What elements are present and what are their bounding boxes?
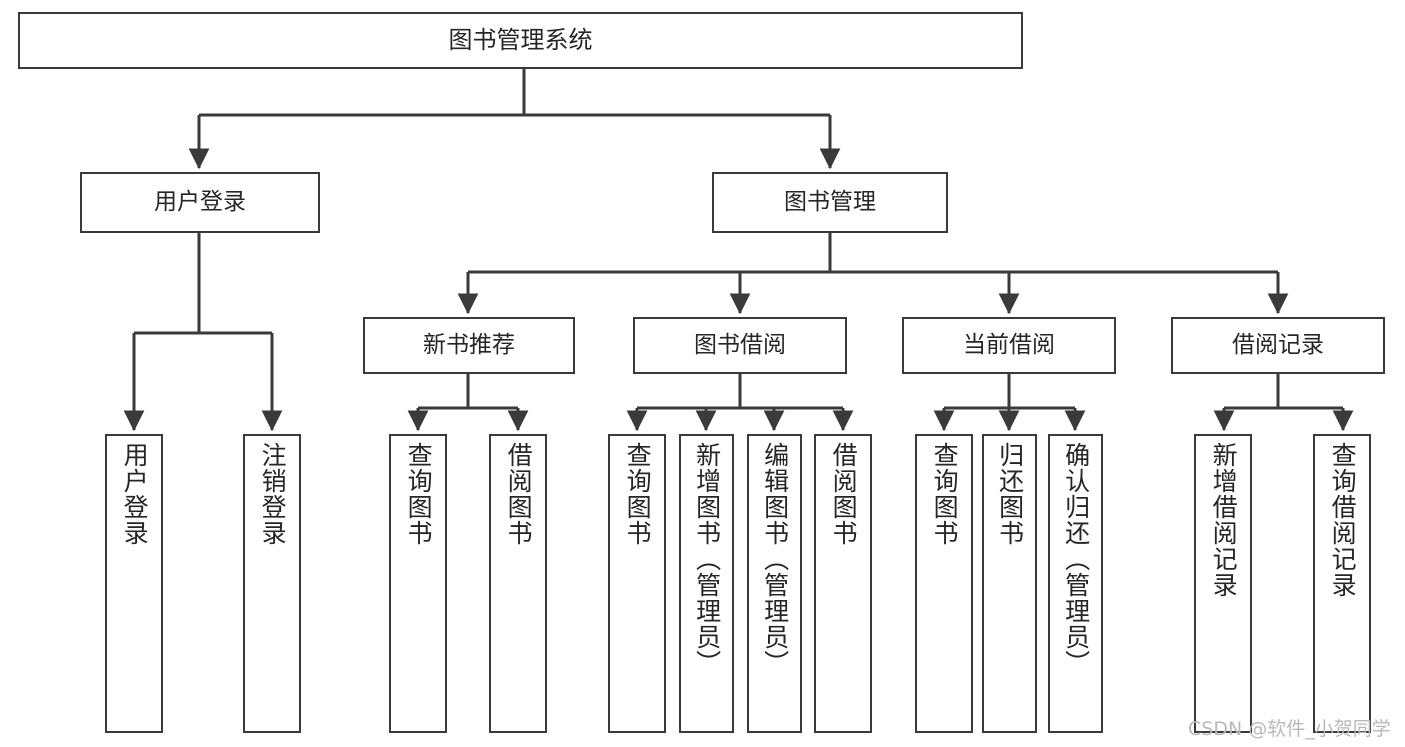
node-leaf-query-book-1-label: 查询图书: [404, 442, 434, 546]
node-leaf-query-record[interactable]: 查询借阅记录: [1313, 434, 1371, 733]
node-book-manage-label: 图书管理: [784, 188, 876, 215]
node-leaf-edit-book-label: 编辑图书（管理员）: [760, 442, 790, 676]
node-leaf-query-record-label: 查询借阅记录: [1328, 442, 1358, 598]
node-current-borrow[interactable]: 当前借阅: [902, 317, 1116, 374]
node-leaf-user-login-label: 用户登录: [120, 442, 150, 546]
node-leaf-confirm-return-label: 确认归还（管理员）: [1061, 442, 1091, 676]
node-leaf-logout-label: 注销登录: [258, 442, 288, 546]
node-root[interactable]: 图书管理系统: [18, 12, 1023, 69]
node-user-login[interactable]: 用户登录: [80, 172, 320, 233]
node-borrow-record-label: 借阅记录: [1232, 331, 1324, 358]
node-borrow-record[interactable]: 借阅记录: [1171, 317, 1385, 374]
node-leaf-borrow-book-2[interactable]: 借阅图书: [814, 434, 872, 733]
node-user-login-label: 用户登录: [154, 188, 246, 215]
node-current-borrow-label: 当前借阅: [963, 331, 1055, 358]
node-leaf-edit-book[interactable]: 编辑图书（管理员）: [747, 434, 802, 733]
node-leaf-borrow-book-1[interactable]: 借阅图书: [489, 434, 547, 733]
node-leaf-add-record-label: 新增借阅记录: [1209, 442, 1239, 598]
node-leaf-add-book[interactable]: 新增图书（管理员）: [679, 434, 734, 733]
node-new-book-recommend-label: 新书推荐: [423, 331, 515, 358]
node-new-book-recommend[interactable]: 新书推荐: [363, 317, 575, 374]
node-book-manage[interactable]: 图书管理: [712, 172, 948, 233]
node-book-borrow-label: 图书借阅: [694, 331, 786, 358]
node-leaf-query-book-2[interactable]: 查询图书: [608, 434, 666, 733]
node-leaf-return-book[interactable]: 归还图书: [982, 434, 1037, 733]
node-leaf-borrow-book-2-label: 借阅图书: [829, 442, 859, 546]
node-leaf-return-book-label: 归还图书: [995, 442, 1025, 546]
node-leaf-borrow-book-1-label: 借阅图书: [504, 442, 534, 546]
node-leaf-query-book-3-label: 查询图书: [930, 442, 960, 546]
node-root-label: 图书管理系统: [448, 26, 593, 55]
node-book-borrow[interactable]: 图书借阅: [633, 317, 847, 374]
node-leaf-add-record[interactable]: 新增借阅记录: [1194, 434, 1252, 733]
csdn-watermark: CSDN @软件_小贺同学: [1188, 718, 1391, 740]
node-leaf-query-book-3[interactable]: 查询图书: [915, 434, 973, 733]
node-leaf-confirm-return[interactable]: 确认归还（管理员）: [1048, 434, 1103, 733]
node-leaf-query-book-2-label: 查询图书: [623, 442, 653, 546]
node-leaf-add-book-label: 新增图书（管理员）: [692, 442, 722, 676]
node-leaf-query-book-1[interactable]: 查询图书: [389, 434, 447, 733]
node-leaf-user-login[interactable]: 用户登录: [105, 434, 163, 733]
node-leaf-logout[interactable]: 注销登录: [243, 434, 301, 733]
